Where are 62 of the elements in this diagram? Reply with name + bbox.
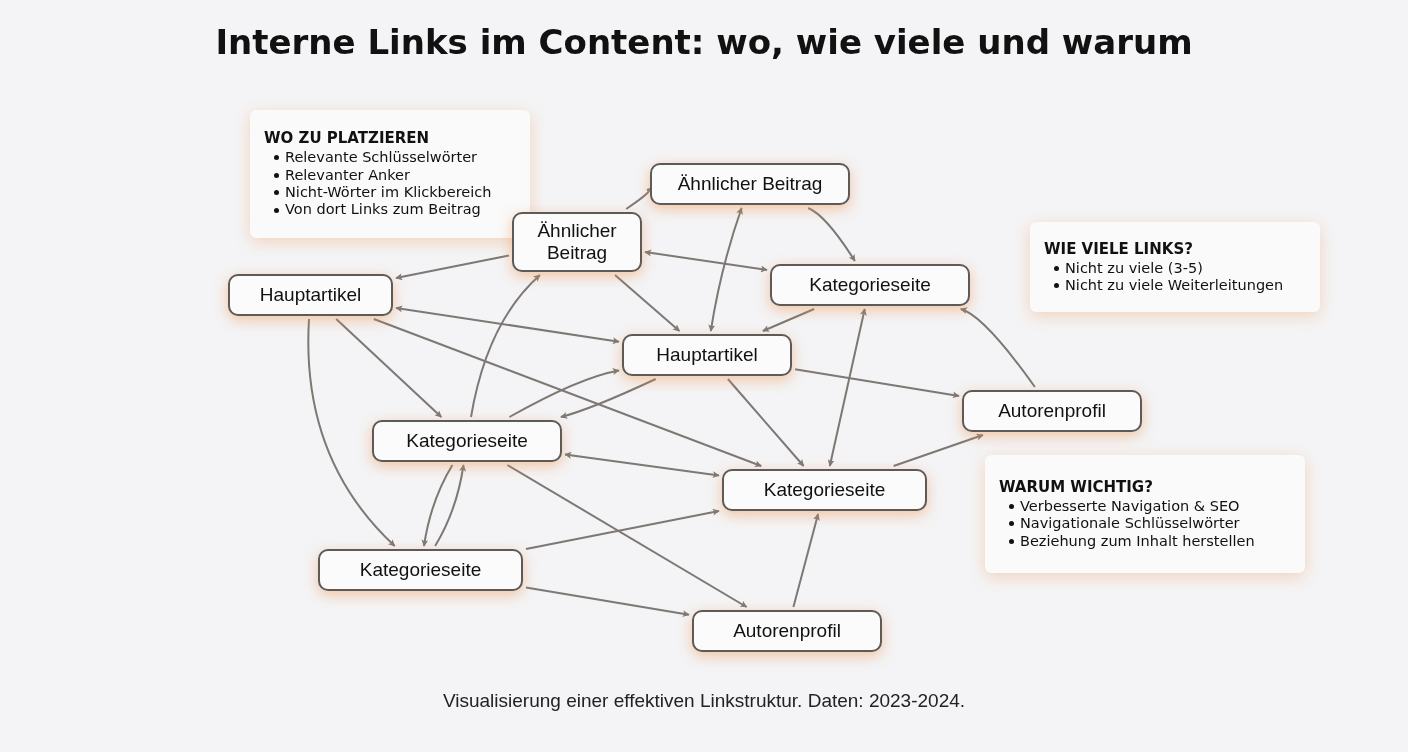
page-box <box>692 610 882 652</box>
bullet-item: Beziehung zum Inhalt herstellen <box>1020 532 1255 551</box>
arrow <box>525 508 720 551</box>
arrow <box>959 307 1036 388</box>
arrow <box>726 378 805 467</box>
arrow <box>792 513 820 608</box>
page-box <box>372 420 562 462</box>
page-label: Kategorieseite <box>406 430 528 452</box>
bullet-item: Relevante Schlüsselwörter <box>285 149 478 167</box>
arrow <box>761 308 816 332</box>
page-box <box>228 274 393 316</box>
arrow <box>421 464 454 547</box>
arrow <box>525 586 690 618</box>
page-label: Kategorieseite <box>809 274 931 296</box>
info-panel <box>1030 222 1320 312</box>
arrow <box>506 464 748 608</box>
bullet-item: Nicht-Wörter im Klickbereich <box>285 184 492 202</box>
page-box <box>650 163 850 205</box>
bullet-item: Navigationale Schlüsselwörter <box>1020 515 1240 533</box>
bullet-item: Von dort Links zum Beitrag <box>285 201 481 219</box>
bullet-item: Nicht zu viele Weiterleitungen <box>1065 277 1284 295</box>
page-box <box>318 549 523 591</box>
arrow <box>434 464 466 547</box>
page-label: Ähnlicher Beitrag <box>677 173 823 195</box>
panel-heading: WO ZU PLATZIEREN <box>264 129 431 148</box>
arrow <box>807 207 856 262</box>
arrow <box>614 274 681 332</box>
page-label: Kategorieseite <box>763 479 886 501</box>
page-label: Kategorieseite <box>359 559 482 581</box>
page-box <box>962 390 1142 432</box>
arrow <box>335 318 443 418</box>
bullet-item: Verbesserte Navigation & SEO <box>1020 497 1240 516</box>
arrow <box>708 207 743 332</box>
info-panel <box>985 455 1305 573</box>
page-box <box>622 334 792 376</box>
page-label: Autorenprofil <box>733 620 841 642</box>
page-label: Autorenprofil <box>998 400 1106 422</box>
panel-heading: WARUM WICHTIG? <box>999 477 1154 496</box>
page-box <box>770 264 970 306</box>
page-label: Hauptartikel <box>259 284 362 306</box>
arrow <box>559 378 657 419</box>
arrow <box>470 274 541 418</box>
page-box <box>722 469 927 511</box>
arrow <box>564 451 720 479</box>
arrow <box>307 318 396 547</box>
panel-heading: WIE VIELE LINKS? <box>1044 239 1194 258</box>
page-label: Hauptartikel <box>656 344 758 366</box>
arrow <box>892 433 984 467</box>
arrow <box>794 368 960 399</box>
arrow <box>508 368 620 418</box>
arrow <box>395 254 510 281</box>
arrow <box>395 305 620 345</box>
bullet-item: Nicht zu viele (3-5) <box>1065 259 1203 277</box>
diagram-title: Interne Links im Content: wo, wie viele und warum <box>214 22 1194 62</box>
bullet-item: Relevanter Anker <box>285 166 410 184</box>
page-box <box>512 212 642 272</box>
info-panel <box>250 110 530 238</box>
arrow <box>644 249 768 273</box>
caption: Visualisierung einer effektiven Linkstruktur. Daten: 2023-2024. <box>441 690 967 712</box>
arrow <box>372 318 763 468</box>
arrow <box>827 308 867 467</box>
page-label: Ähnlicher Beitrag <box>536 220 618 264</box>
